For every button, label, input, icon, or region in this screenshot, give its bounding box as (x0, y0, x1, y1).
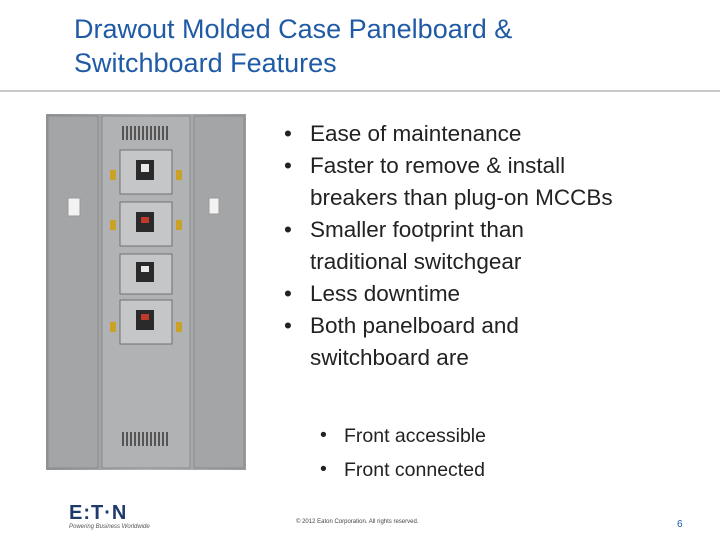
bullet-text: Ease of maintenance (310, 121, 522, 146)
eaton-logo: E:T·N Powering Business Worldwide (69, 503, 159, 535)
copyright-notice: © 2012 Eaton Corporation. All rights res… (296, 519, 419, 525)
sub-bullet-text: Front accessible (344, 425, 486, 447)
bullet-text: Faster to remove & install (310, 153, 566, 178)
bullet-glyph: • (284, 153, 292, 178)
bullet-glyph: • (320, 458, 327, 480)
bullet-item: • Both panelboard and switchboard are (282, 310, 702, 374)
page-number: 6 (677, 519, 683, 530)
bullet-glyph: • (320, 424, 327, 446)
bullet-text: Smaller footprint than (310, 217, 524, 242)
bullet-text-cont: traditional switchgear (310, 249, 522, 274)
bullet-glyph: • (284, 217, 292, 242)
bullet-text-cont: breakers than plug-on MCCBs (310, 185, 613, 210)
bullet-item: • Ease of maintenance (282, 118, 702, 150)
sub-bullet-item: • Front connected (318, 453, 698, 487)
logo-wordmark: E:T·N (69, 502, 128, 524)
sub-bullet-text: Front connected (344, 459, 485, 481)
bullet-glyph: • (284, 281, 292, 306)
bullet-glyph: • (284, 121, 292, 146)
title-divider (0, 90, 720, 92)
slide-title: Drawout Molded Case Panelboard & Switchb… (74, 12, 694, 80)
sub-bullet-item: • Front accessible (318, 419, 698, 453)
bullet-glyph: • (284, 313, 292, 338)
title-line-1: Drawout Molded Case Panelboard & (74, 14, 513, 44)
logo-tagline: Powering Business Worldwide (69, 524, 150, 530)
sub-bullet-list: • Front accessible • Front connected (318, 419, 698, 487)
panelboard-image (46, 114, 246, 470)
title-line-2: Switchboard Features (74, 48, 337, 78)
bullet-text-cont: switchboard are (310, 345, 469, 370)
feature-bullet-list: • Ease of maintenance • Faster to remove… (282, 118, 702, 374)
bullet-item: • Smaller footprint than traditional swi… (282, 214, 702, 278)
bullet-text: Less downtime (310, 281, 461, 306)
bullet-item: • Faster to remove & install breakers th… (282, 150, 702, 214)
bullet-text: Both panelboard and (310, 313, 519, 338)
bullet-item: • Less downtime (282, 278, 702, 310)
